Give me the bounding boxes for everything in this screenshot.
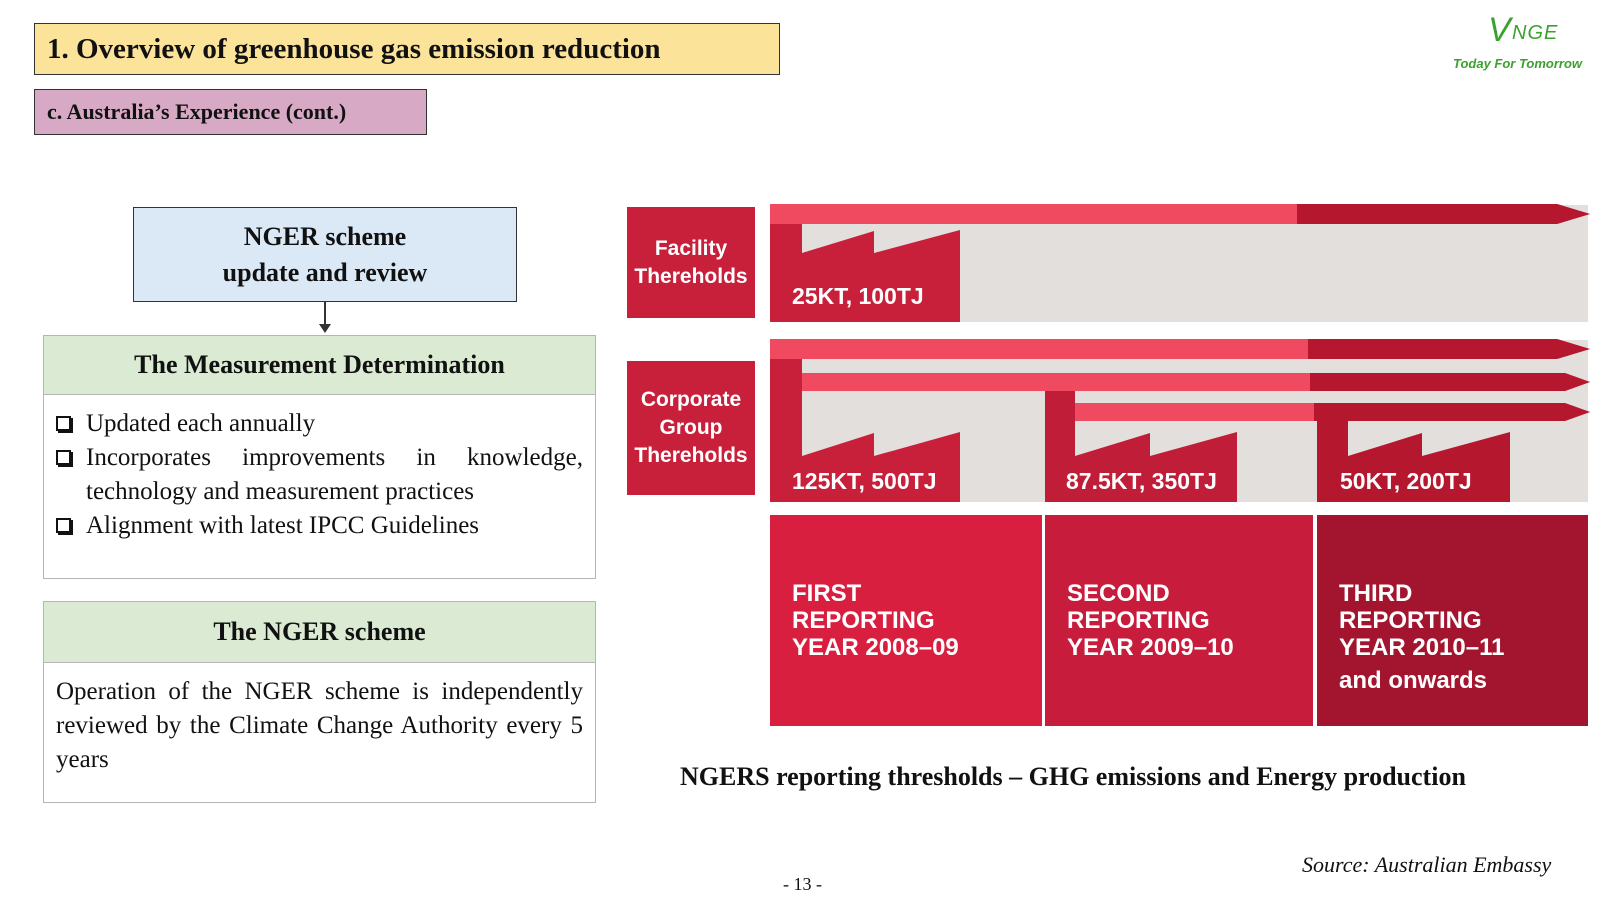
checkbox-bullet-icon <box>56 518 71 533</box>
checkbox-bullet-icon <box>56 416 71 431</box>
diagram-caption: NGERS reporting thresholds – GHG emissio… <box>680 762 1466 791</box>
facility-thresholds-label: Facility Thereholds <box>627 207 755 318</box>
nger-scheme-body: Operation of the NGER scheme is independ… <box>56 678 583 773</box>
nger-update-line1: NGER scheme <box>243 222 407 251</box>
year-line: FIRST <box>792 580 862 607</box>
reporting-year-1: FIRST REPORTING YEAR 2008–09 <box>770 515 1042 726</box>
bullet-text: Incorporates improvements in knowledge, … <box>86 444 583 505</box>
factory-icon <box>1317 421 1510 502</box>
year-line: YEAR 2010–11 <box>1339 634 1505 661</box>
source-note: Source: Australian Embassy <box>1302 852 1552 877</box>
slide-title: 1. Overview of greenhouse gas emission r… <box>34 23 780 75</box>
bullet-text: Updated each annually <box>86 410 316 437</box>
threshold-text: 125KT, 500TJ <box>792 468 936 494</box>
year-line: REPORTING <box>792 607 935 634</box>
factory-icon <box>770 224 960 322</box>
connector-line <box>324 302 326 326</box>
list-item: Incorporates improvements in knowledge, … <box>56 441 583 509</box>
checkbox-bullet-icon <box>56 450 71 465</box>
year-line: REPORTING <box>1339 607 1482 634</box>
logo-tagline: Today For Tomorrow <box>1453 56 1583 71</box>
arrow-down-icon <box>319 324 331 333</box>
year-line: THIRD <box>1339 580 1413 607</box>
reporting-year-2: SECOND REPORTING YEAR 2009–10 <box>1045 515 1313 726</box>
corporate-arrow-1-dark <box>1308 339 1590 359</box>
year-line: YEAR 2008–09 <box>792 634 959 661</box>
nger-update-box: NGER scheme update and review <box>133 207 517 302</box>
threshold-text: 25KT, 100TJ <box>792 283 924 309</box>
year-line: SECOND <box>1067 580 1170 607</box>
facility-arrow-dark <box>1297 204 1590 224</box>
section-subtitle: c. Australia’s Experience (cont.) <box>34 89 427 135</box>
threshold-text: 50KT, 200TJ <box>1340 468 1472 494</box>
measurement-list: Updated each annually Incorporates impro… <box>44 395 595 543</box>
page-number: - 13 - <box>783 874 822 894</box>
reporting-year-3: THIRD REPORTING YEAR 2010–11 and onwards <box>1317 515 1588 726</box>
logo-v: V <box>1488 11 1511 49</box>
nger-scheme-heading: The NGER scheme <box>44 602 595 663</box>
nger-scheme-panel: The NGER scheme Operation of the NGER sc… <box>43 601 596 803</box>
corporate-arrow-2-dark <box>1310 373 1590 391</box>
corporate-thresholds-label: Corporate Group Thereholds <box>627 361 755 495</box>
corporate-arrow-3-dark <box>1314 403 1590 421</box>
year-extra: and onwards <box>1339 667 1488 694</box>
threshold-text: 87.5KT, 350TJ <box>1066 468 1217 494</box>
factory-icon <box>770 359 960 502</box>
list-item: Alignment with latest IPCC Guidelines <box>56 509 583 543</box>
measurement-panel: The Measurement Determination Updated ea… <box>43 335 596 579</box>
year-line: YEAR 2009–10 <box>1067 634 1234 661</box>
nger-update-line2: update and review <box>222 258 428 287</box>
logo-nge: NGE <box>1512 22 1559 44</box>
bullet-text: Alignment with latest IPCC Guidelines <box>86 512 480 539</box>
factory-icon <box>1045 391 1237 502</box>
year-line: REPORTING <box>1067 607 1210 634</box>
list-item: Updated each annually <box>56 407 583 441</box>
measurement-heading: The Measurement Determination <box>44 336 595 395</box>
